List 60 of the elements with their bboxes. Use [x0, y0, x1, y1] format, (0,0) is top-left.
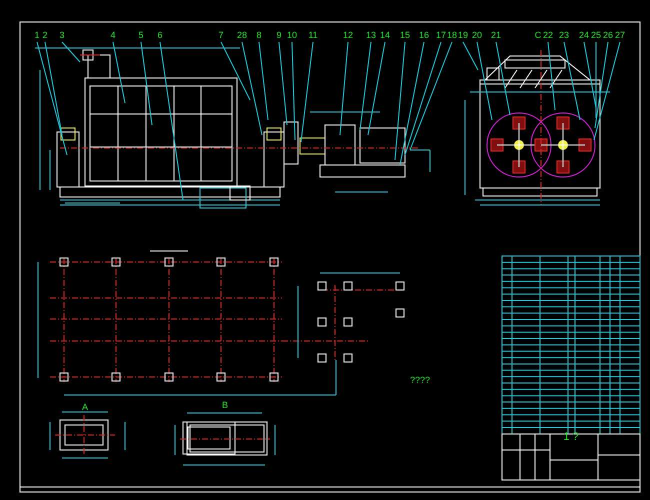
leader-line: [496, 42, 510, 116]
callout-number: 2: [42, 30, 48, 41]
callout-number: 14: [380, 30, 390, 41]
callout-number: 16: [419, 30, 429, 41]
leader-line: [62, 42, 80, 62]
leader-line: [112, 42, 126, 104]
callout-number: 21: [491, 30, 501, 41]
leader-line: [340, 42, 348, 136]
leader-line: [160, 42, 184, 200]
leader-line: [220, 42, 250, 100]
callout-number: 1: [34, 30, 40, 41]
leader-line: [400, 42, 424, 166]
leader-line: [258, 42, 268, 120]
leader-line: [242, 42, 262, 136]
callout-number: 13: [366, 30, 376, 41]
callout-number: 18: [447, 30, 457, 41]
leader-line: [594, 42, 608, 128]
view-label: B: [222, 400, 228, 410]
callout-number: 9: [276, 30, 282, 41]
leader-line: [300, 42, 314, 142]
leader-line: [278, 42, 288, 126]
leader-line: [292, 42, 296, 140]
leader-line: [404, 42, 442, 156]
leader-line: [44, 42, 62, 136]
callout-number: 23: [559, 30, 569, 41]
callout-number: 17: [436, 30, 446, 41]
callout-number: 8: [256, 30, 262, 41]
leader-line: [476, 42, 492, 120]
callout-number: 11: [308, 30, 318, 41]
callout-number: 6: [158, 30, 162, 41]
leader-line: [36, 42, 68, 156]
leader-line: [140, 42, 152, 126]
callout-number: 3: [60, 30, 64, 41]
leader-line: [368, 42, 386, 136]
callout-number: 20: [472, 30, 482, 41]
callout-number: 24: [579, 30, 589, 41]
callout-number: 22: [543, 30, 553, 41]
leader-line: [584, 42, 596, 108]
sheet-number: 1 ?: [563, 432, 579, 442]
callout-number: 5: [138, 30, 144, 41]
callout-number: 25: [591, 30, 601, 41]
leader-line: [410, 42, 452, 150]
callout-number: 28: [237, 30, 247, 41]
callout-number: 12: [343, 30, 353, 41]
callout-number: 27: [615, 30, 625, 41]
callout-number: 15: [400, 30, 410, 41]
callout-number: 4: [110, 30, 116, 41]
leader-line: [462, 42, 478, 70]
leader-line: [564, 42, 580, 120]
callout-number: 19: [458, 30, 468, 41]
callout-number: 26: [603, 30, 613, 41]
leader-line: [548, 42, 556, 110]
note-heading: ????: [410, 375, 430, 385]
leader-line: [394, 42, 406, 160]
callout-number: 7: [218, 30, 224, 41]
callout-number: 10: [287, 30, 297, 41]
view-label: A: [82, 402, 88, 412]
leader-line: [360, 42, 372, 130]
view-label: C: [534, 30, 542, 40]
leader-line: [594, 42, 620, 140]
